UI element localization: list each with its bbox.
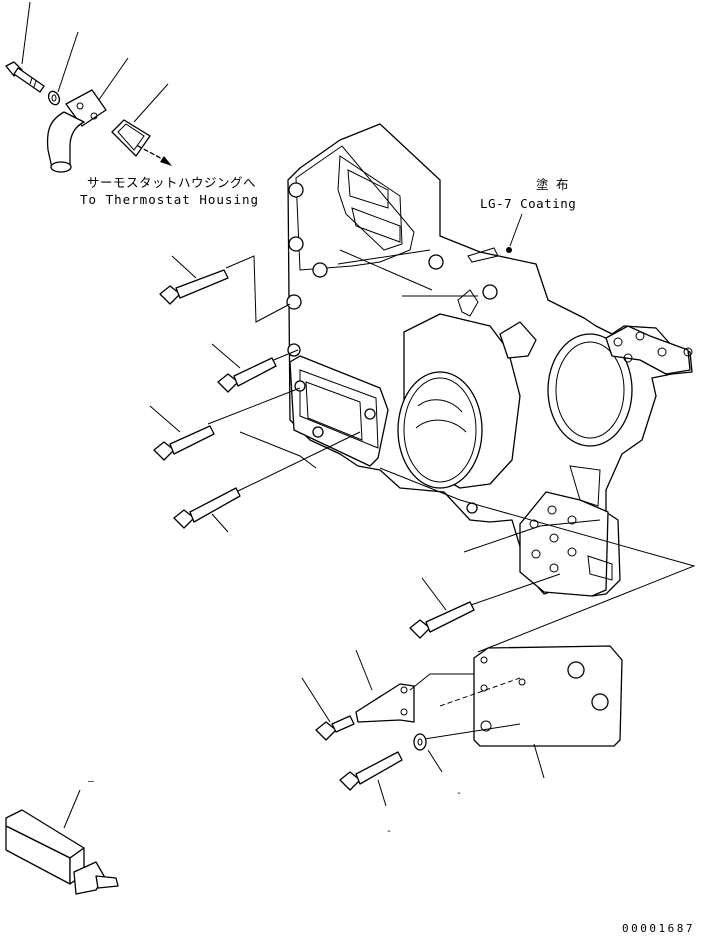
coating-leader: [509, 213, 523, 247]
callout-leaders-top: [21, 1, 169, 123]
coating-point-icon: [506, 247, 512, 253]
elbow-icon: [46, 89, 107, 173]
washer-icon-top: [47, 90, 61, 106]
bolt-icon-1: [159, 255, 229, 305]
coating-label-en: LG-7 Coating: [480, 196, 576, 211]
bolt-icon-5: [409, 577, 475, 639]
bolt-icon-7: [339, 751, 403, 807]
washer-callout: -: [456, 788, 462, 799]
front-cover-icon: [286, 123, 693, 597]
bolt-icon-2: [211, 343, 277, 393]
bolt-icon-6: [301, 677, 355, 741]
bolt-icon-4: [173, 487, 241, 533]
sensor-callout: –: [88, 776, 95, 787]
small-bracket-icon: [355, 649, 474, 723]
mount-plate-icon: [417, 645, 623, 779]
assembly-lines: [207, 249, 696, 653]
thermostat-label-en: To Thermostat Housing: [80, 192, 259, 207]
bolt-icon-top: [5, 61, 45, 93]
washer-icon-bottom: [413, 733, 443, 773]
gasket-icon: [111, 119, 151, 157]
sensor-icon: [5, 789, 119, 895]
bolt-callout: -: [386, 826, 392, 837]
coating-label-jp: 塗 布: [536, 177, 569, 192]
bolt-icon-3: [149, 405, 215, 461]
drawing-number: 00001687: [622, 922, 695, 935]
direction-arrow-icon: [137, 145, 172, 166]
thermostat-label-jp: サーモスタットハウジングへ: [87, 175, 256, 190]
